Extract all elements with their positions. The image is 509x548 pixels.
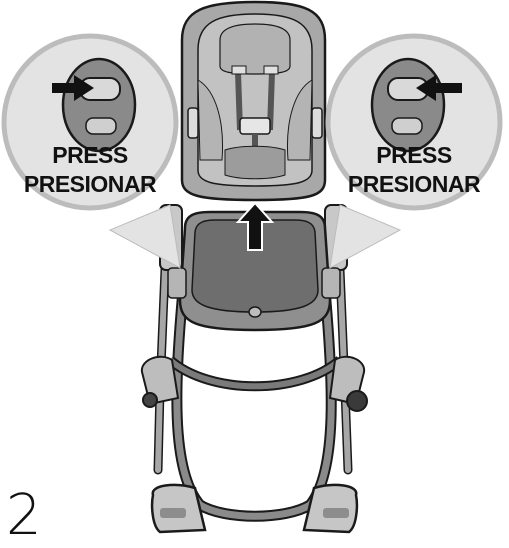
right-callout: PRESS PRESIONAR bbox=[328, 36, 500, 268]
right-callout-presionar-label: PRESIONAR bbox=[348, 171, 481, 197]
release-latch-right bbox=[372, 59, 444, 151]
release-latch-left bbox=[63, 59, 135, 151]
left-callout-press-label: PRESS bbox=[52, 142, 128, 168]
step-number: 2 bbox=[6, 488, 42, 544]
left-callout: PRESS PRESIONAR bbox=[4, 36, 180, 268]
right-callout-press-label: PRESS bbox=[376, 142, 452, 168]
left-callout-presionar-label: PRESIONAR bbox=[24, 171, 157, 197]
seat-pad bbox=[182, 2, 325, 200]
